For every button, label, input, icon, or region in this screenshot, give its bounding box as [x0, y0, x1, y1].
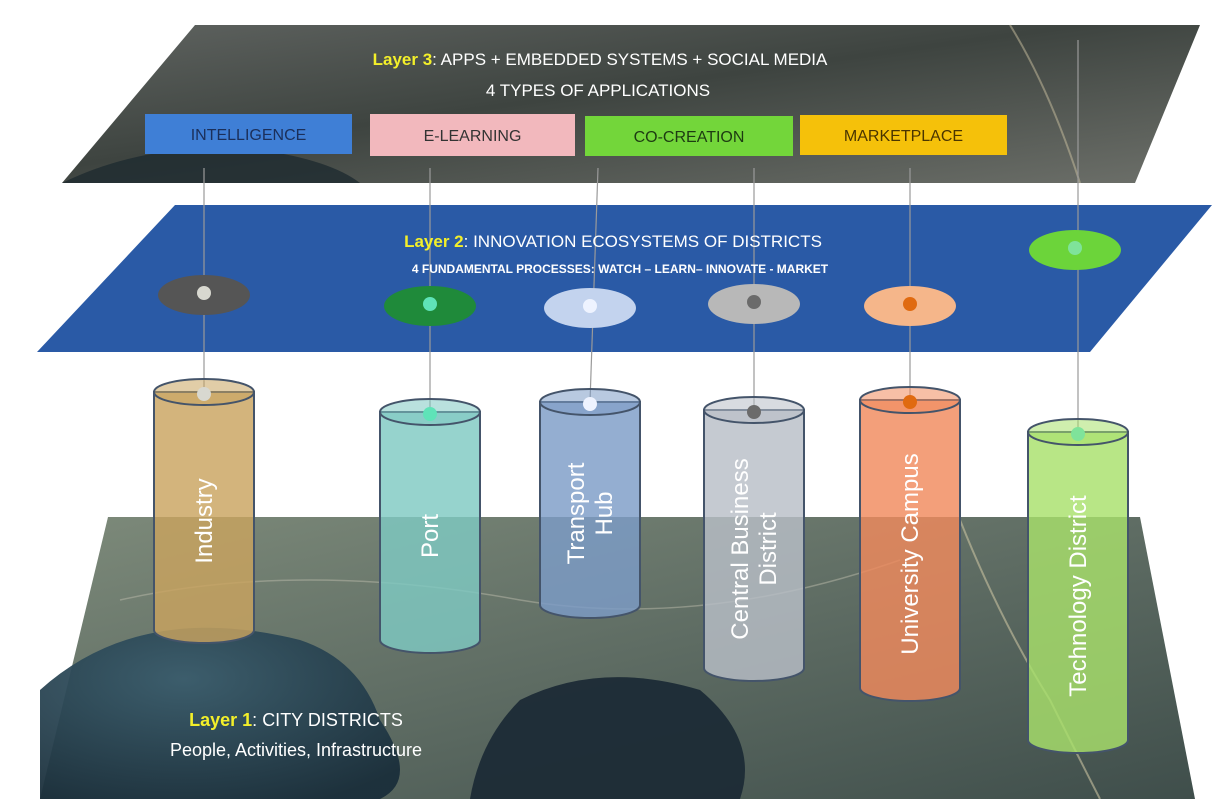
connector-line [589, 167, 599, 403]
district-label-line: Hub [591, 491, 618, 535]
district-cylinder: Central BusinessDistrict [703, 396, 805, 682]
app-boxes: INTELLIGENCE E-LEARNING CO-CREATION MARKETP… [145, 114, 1007, 156]
cylinder-body [153, 391, 255, 644]
app-box-bg [145, 114, 352, 154]
disc-dot [747, 295, 761, 309]
cylinder-body [859, 399, 961, 702]
cylinder-body [379, 411, 481, 654]
cylinder-dot [197, 387, 211, 401]
district-label-line: Central Business [727, 458, 754, 639]
process-discs [158, 230, 1121, 328]
process-disc [384, 286, 476, 326]
process-disc [158, 275, 250, 315]
cylinder-dot [903, 395, 917, 409]
layer1-subtitle: People, Activities, Infrastructure [170, 740, 422, 760]
app-box-marketplace: MARKETPLACE [800, 115, 1007, 155]
district-cylinder: Port [379, 398, 481, 654]
process-disc [1029, 230, 1121, 270]
cylinder-body [1027, 431, 1129, 754]
process-disc [544, 288, 636, 328]
cylinder-dot [423, 407, 437, 421]
district-cylinders: Industry Port TransportHub Central Business… [153, 378, 1129, 754]
layer2-subtitle: 4 FUNDAMENTAL PROCESSES: WATCH – LEARN– … [412, 262, 829, 276]
district-label: Technology District [1065, 495, 1092, 697]
disc-dot [197, 286, 211, 300]
layer3-plane [62, 24, 1200, 184]
district-label-line: District [755, 512, 782, 586]
disc-dot [903, 297, 917, 311]
layer2-title: INNOVATION ECOSYSTEMS OF DISTRICTS [473, 232, 822, 251]
layer3-heading: Layer 3: APPS + EMBEDDED SYSTEMS + SOCIA… [373, 50, 828, 69]
district-cylinder: TransportHub [539, 388, 641, 619]
cylinder-dot [1071, 427, 1085, 441]
disc-dot [1068, 241, 1082, 255]
app-label: INTELLIGENCE [191, 127, 307, 144]
layer3-subtitle: 4 TYPES OF APPLICATIONS [486, 81, 710, 100]
app-label: CO-CREATION [634, 129, 745, 146]
app-box-intelligence: INTELLIGENCE [145, 114, 352, 154]
district-label: Port [417, 514, 444, 558]
district-label: Central BusinessDistrict [727, 458, 782, 639]
app-label: E-LEARNING [424, 128, 522, 145]
layer1-title: CITY DISTRICTS [262, 710, 403, 730]
app-box-co-creation: CO-CREATION [585, 116, 793, 156]
district-cylinder: University Campus [859, 386, 961, 702]
district-cylinder: Technology District [1027, 418, 1129, 754]
district-label: Industry [191, 478, 218, 563]
process-disc [864, 286, 956, 326]
app-box-bg [585, 116, 793, 156]
app-label: MARKETPLACE [844, 128, 963, 145]
district-label: University Campus [897, 453, 924, 654]
cylinder-body [539, 401, 641, 619]
layer2-heading: Layer 2: INNOVATION ECOSYSTEMS OF DISTRI… [404, 232, 822, 251]
layer3-prefix: Layer 3 [373, 50, 433, 69]
layer3-title: APPS + EMBEDDED SYSTEMS + SOCIAL MEDIA [441, 50, 828, 69]
layer1-prefix: Layer 1 [189, 710, 252, 730]
disc-dot [583, 299, 597, 313]
cylinder-dot [583, 397, 597, 411]
layer2-prefix: Layer 2 [404, 232, 464, 251]
disc-dot [423, 297, 437, 311]
layer1-heading: Layer 1: CITY DISTRICTS [189, 710, 403, 730]
cylinder-body [703, 409, 805, 682]
app-box-bg [800, 115, 1007, 155]
app-box-bg [370, 114, 575, 156]
cylinder-dot [747, 405, 761, 419]
app-box-e-learning: E-LEARNING [370, 114, 575, 156]
process-disc [708, 284, 800, 324]
district-label: TransportHub [563, 462, 618, 564]
district-label-line: Transport [563, 462, 590, 564]
district-cylinder: Industry [153, 378, 255, 644]
